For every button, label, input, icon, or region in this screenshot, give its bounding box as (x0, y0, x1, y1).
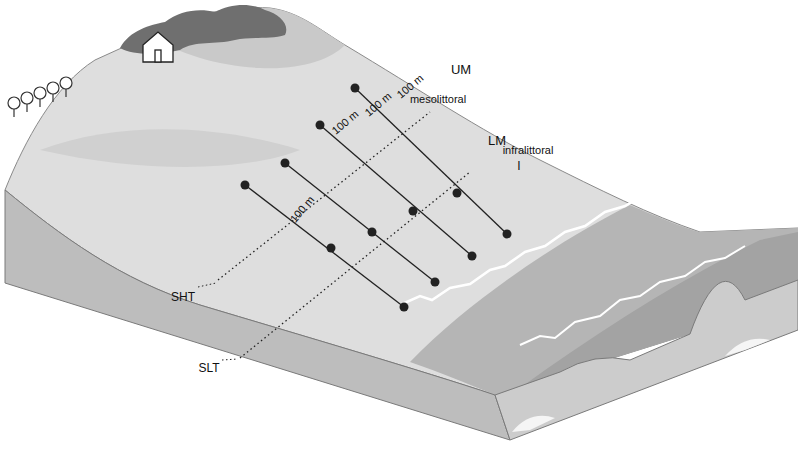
leader-line (222, 359, 238, 360)
land-surface (5, 7, 798, 395)
house (143, 32, 173, 62)
water-side-face (495, 280, 798, 440)
zone-label: mesolittoral (410, 94, 466, 105)
leader-line (198, 283, 216, 287)
zone-label: I (517, 160, 520, 172)
tide-label: SLT (198, 362, 219, 374)
zone-label: UM (451, 63, 471, 76)
transects (245, 88, 507, 307)
dune-shade (40, 129, 300, 167)
zone-label: infralittoral (503, 145, 554, 156)
trees (8, 77, 72, 117)
sht-line (218, 112, 430, 280)
tide-label: SHT (171, 291, 195, 303)
sand-bar (725, 339, 770, 356)
sampling-dots (241, 84, 512, 312)
foam-line (400, 194, 645, 305)
slt-line (240, 172, 470, 358)
sand-bar (512, 416, 555, 432)
land-front-face (5, 190, 510, 440)
